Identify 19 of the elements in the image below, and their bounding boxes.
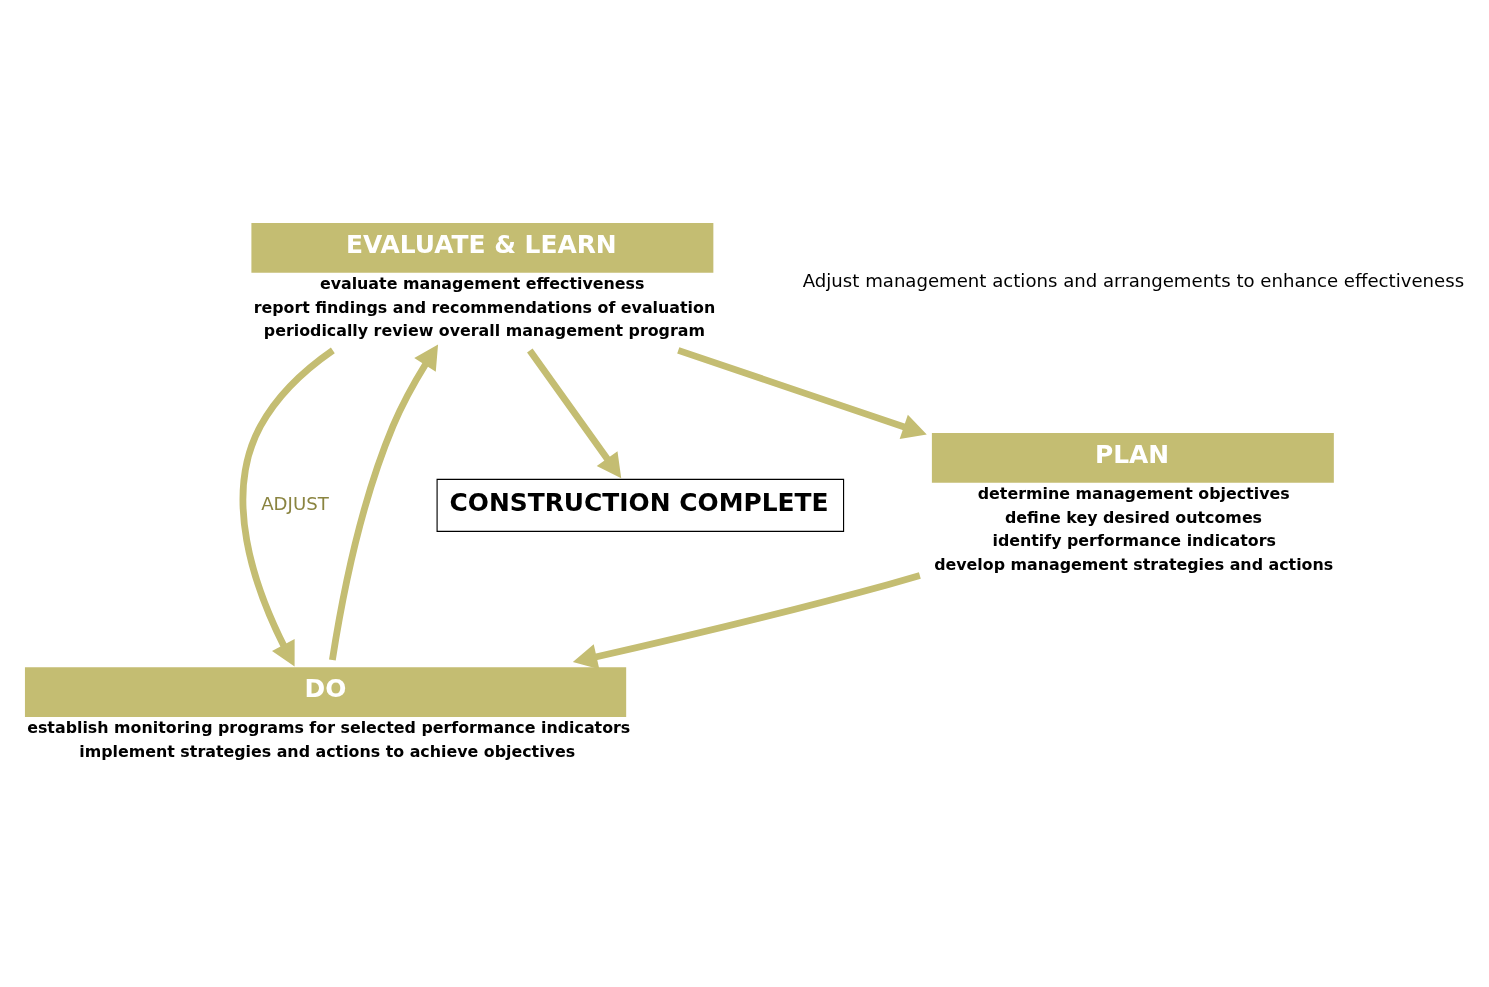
label: Adjust management actions and arrangements to enhance effectiveness [802, 270, 1465, 292]
node-label: evaluate management effectiveness [319, 273, 645, 293]
arrow [329, 344, 439, 661]
arrow [527, 348, 622, 479]
arrow [677, 347, 927, 439]
node-label: develop management strategies and actions [934, 555, 1334, 575]
node-box: PLAN [931, 432, 1334, 483]
arrow [572, 572, 921, 670]
node-box: DO [24, 667, 627, 718]
node-label: report findings and recommendations of evaluation [253, 297, 716, 317]
node-label: define key desired outcomes [1004, 507, 1263, 527]
node-label: identify performance indicators [992, 531, 1276, 551]
node-label: determine management objectives [977, 483, 1290, 503]
node-box: EVALUATE & LEARN [251, 222, 714, 273]
node-label: periodically review overall management program [263, 321, 705, 341]
arrow [239, 347, 335, 667]
node-label: implement strategies and actions to achieve objectives [79, 741, 576, 761]
node-label: establish monitoring programs for selected performance indicators [27, 718, 631, 738]
edge-label: ADJUST [261, 492, 329, 514]
